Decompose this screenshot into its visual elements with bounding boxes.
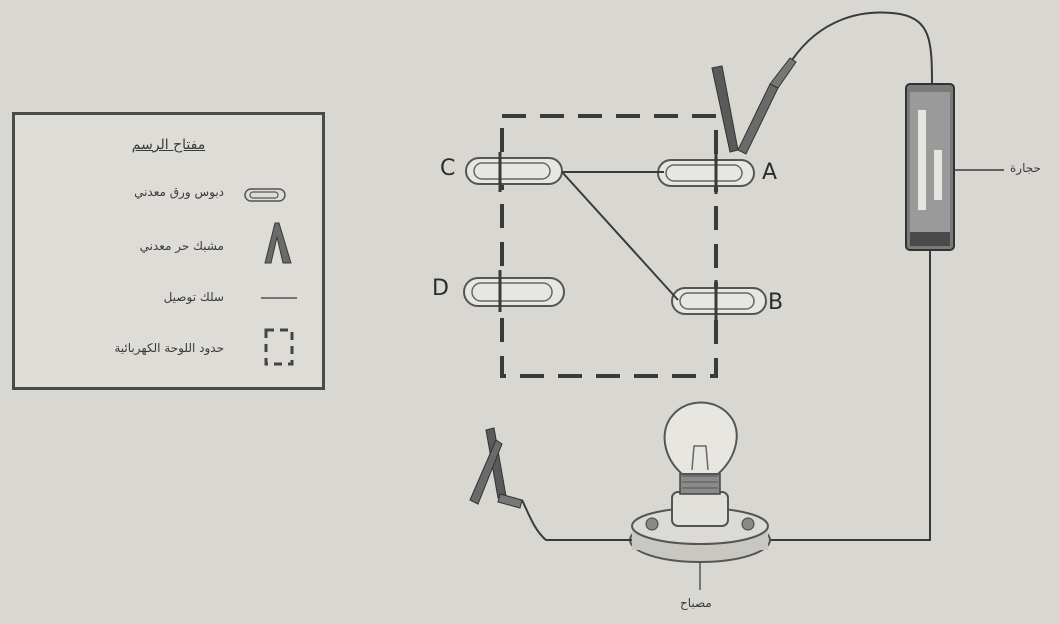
paperclip-a <box>657 152 755 194</box>
alligator-clip-a <box>711 57 797 155</box>
point-label-c: C <box>440 156 456 181</box>
point-label-b: B <box>768 290 784 315</box>
wire-c-b <box>561 171 679 301</box>
paperclip-icon <box>244 188 286 202</box>
paperclip-c <box>465 152 563 192</box>
alligator-clip-icon <box>264 222 292 264</box>
legend-label-wire: سلك توصيل <box>163 290 224 304</box>
lamp <box>629 401 771 590</box>
wire-icon <box>261 297 297 299</box>
legend-label-alligator-clip: مشبك حر معدني <box>139 239 224 253</box>
wire-battery-lamp <box>766 250 931 541</box>
legend-label-paperclip: دبوس ورق معدني <box>134 185 224 199</box>
legend-title: مفتاح الرسم <box>131 137 206 153</box>
battery <box>905 83 955 251</box>
paperclip-d <box>463 270 565 312</box>
battery-label: حجارة <box>1010 161 1041 175</box>
dashed-square-icon <box>264 328 294 366</box>
point-label-d: D <box>432 276 449 301</box>
legend-label-board-boundary: حدود اللوحة الكهربائية <box>114 341 224 355</box>
lamp-label: مصباح <box>680 596 712 610</box>
board-boundary <box>500 114 718 378</box>
wire-to-battery <box>791 11 933 85</box>
alligator-clip-free <box>469 427 523 509</box>
legend-box: مفتاح الرسم دبوس ورق معدني مشبك حر معدني… <box>12 112 325 390</box>
paperclip-b <box>671 280 767 322</box>
wire-lamp-clip <box>521 499 632 541</box>
point-label-a: A <box>762 160 778 185</box>
